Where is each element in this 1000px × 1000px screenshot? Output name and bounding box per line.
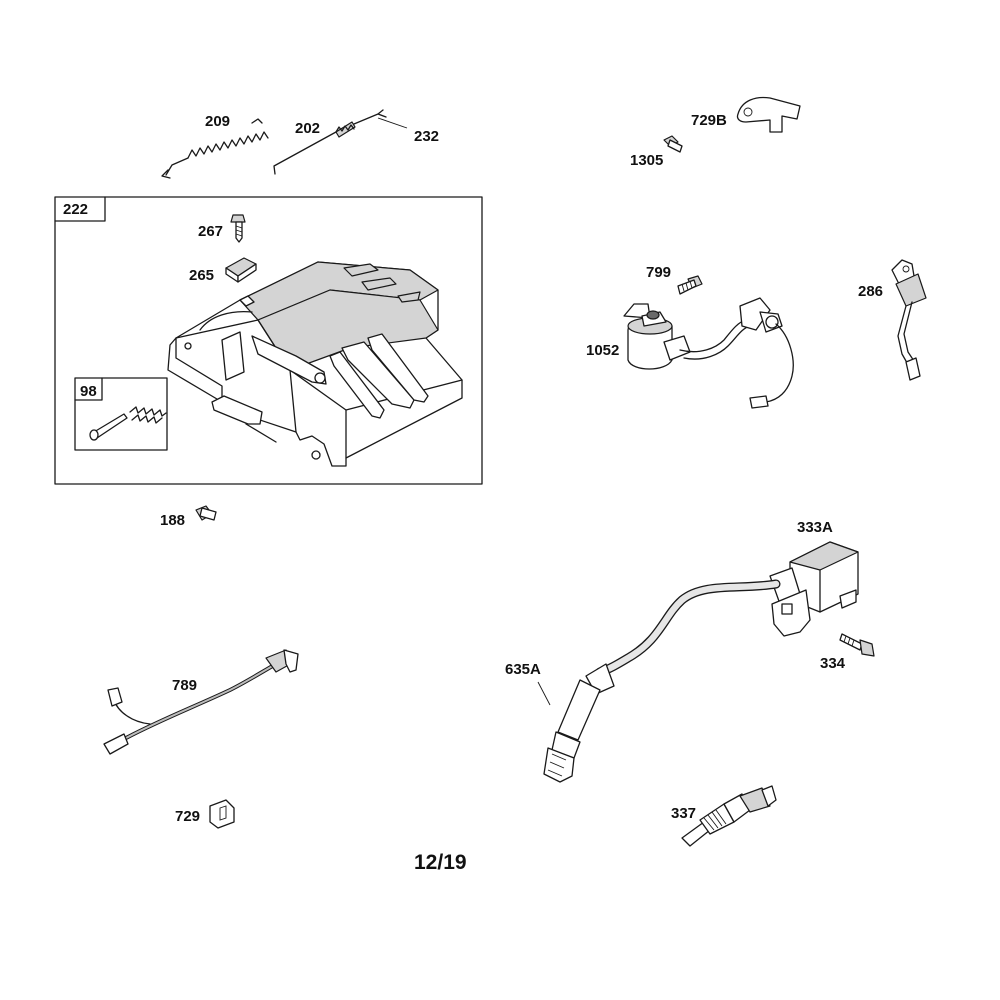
part-label-1305: 1305 — [630, 152, 663, 169]
box-label-222: 222 — [63, 201, 88, 218]
part-label-334: 334 — [820, 655, 846, 672]
clip-icon — [225, 257, 257, 283]
ground-wire-icon — [103, 649, 299, 755]
ignition-coil-icon — [769, 541, 859, 637]
part-label-729B: 729B — [691, 112, 727, 129]
part-label-209: 209 — [205, 113, 230, 130]
linkage-rod-icon — [273, 109, 408, 175]
part-label-202: 202 — [295, 120, 320, 137]
box-label-98: 98 — [80, 383, 97, 400]
part-label-286: 286 — [858, 283, 883, 300]
part-label-789: 789 — [172, 677, 197, 694]
screw-icon — [230, 214, 246, 243]
part-label-799: 799 — [646, 264, 671, 281]
screw-icon — [195, 505, 217, 521]
screw-icon — [677, 275, 703, 295]
part-label-267: 267 — [198, 223, 223, 240]
assembly-box-98 — [74, 377, 168, 451]
spring-icon — [161, 118, 269, 179]
screw-icon — [839, 633, 875, 657]
part-label-265: 265 — [189, 267, 214, 284]
spark-plug-icon — [681, 785, 777, 847]
ignition-lead-icon — [595, 579, 781, 677]
part-label-1052: 1052 — [586, 342, 619, 359]
pin-and-spring-icon — [89, 406, 167, 441]
spark-plug-boot-icon — [543, 663, 615, 783]
solenoid-icon — [623, 297, 794, 409]
part-label-333A: 333A — [797, 519, 833, 536]
part-label-188: 188 — [160, 512, 185, 529]
bracket-clip-icon — [736, 96, 801, 133]
part-label-337: 337 — [671, 805, 696, 822]
clip-icon — [209, 799, 235, 829]
screw-icon — [663, 135, 683, 153]
leader-line-635A — [537, 681, 551, 706]
assembly-box-222 — [54, 196, 483, 485]
part-label-729: 729 — [175, 808, 200, 825]
diode-icon — [891, 259, 927, 381]
part-label-232: 232 — [414, 128, 439, 145]
page-number: 12/19 — [414, 851, 467, 874]
part-label-635A: 635A — [505, 661, 541, 678]
control-bracket-icon — [167, 261, 463, 467]
